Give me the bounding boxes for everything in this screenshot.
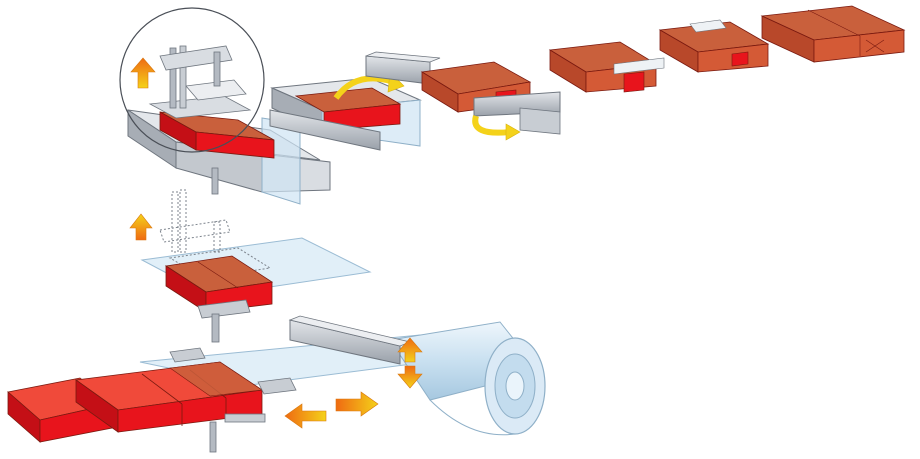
fold-step-5-finished	[760, 5, 906, 63]
double-arrow-icon	[284, 391, 379, 429]
film-roll	[389, 321, 546, 436]
fold-guide-1	[365, 51, 441, 85]
fold-step-1	[269, 77, 422, 151]
support-rod-lower	[209, 421, 217, 453]
fold-step-4	[658, 19, 770, 73]
brick-group-feed	[74, 361, 264, 433]
feed-stage	[7, 315, 546, 453]
down-arrow-icon	[129, 213, 153, 241]
up-arrow-icon	[130, 57, 156, 89]
detail-stage	[119, 7, 331, 205]
detail-circle	[119, 7, 265, 153]
brick-clamped	[159, 111, 275, 159]
pusher-frame-dotted	[159, 189, 272, 279]
wrap-stage	[129, 189, 372, 343]
fold-step-2	[420, 61, 561, 135]
up-down-arrow-icon	[397, 337, 423, 389]
fold-step-3	[548, 41, 665, 93]
curved-arrow-icon	[472, 115, 521, 141]
